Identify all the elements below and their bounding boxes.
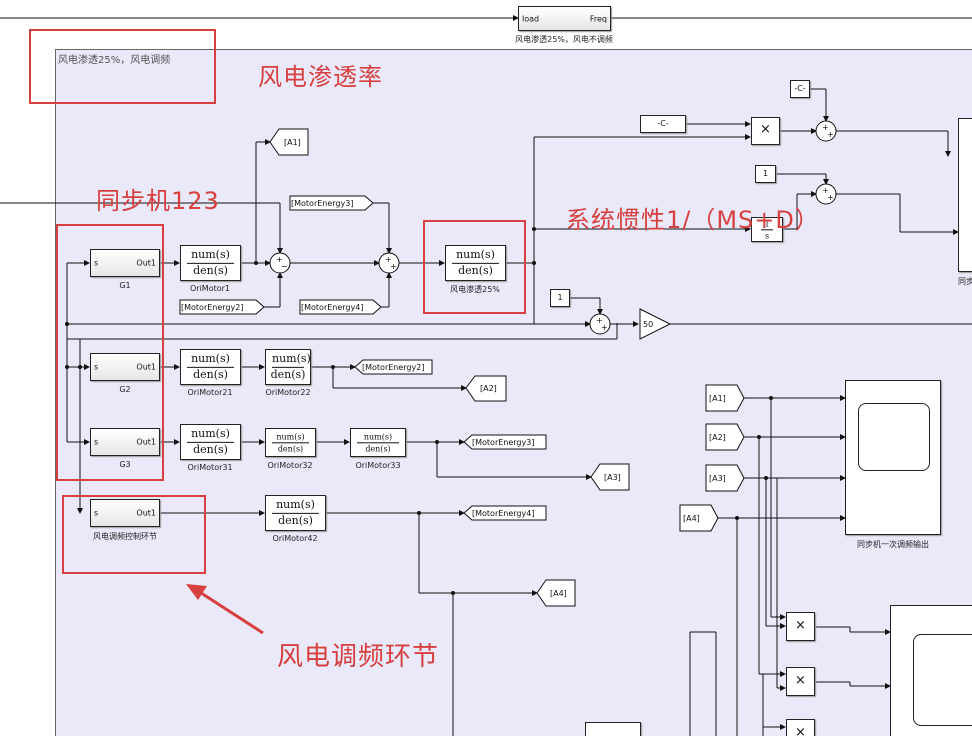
orimotor32-tf[interactable]: num(s)den(s) <box>265 428 316 457</box>
sum-block-1 <box>269 252 291 274</box>
wind25-tf[interactable]: num(s)den(s) <box>445 245 506 281</box>
scope-sync-output[interactable] <box>845 380 941 535</box>
goto-tag-a3: [A3] <box>604 473 621 482</box>
orimotor21-tf[interactable]: num(s)den(s) <box>180 349 241 385</box>
sum-block-3 <box>589 313 611 335</box>
goto-tag-a4: [A4] <box>550 589 567 598</box>
product-block-4[interactable]: × <box>786 719 815 736</box>
from-tag-motorenergy2: [MotorEnergy2] <box>181 303 243 312</box>
svg-text:+: + <box>822 123 829 132</box>
svg-text:+: + <box>385 255 392 264</box>
sync-partial-caption: 同步 <box>958 277 972 286</box>
svg-text:+: + <box>827 193 834 202</box>
orimotor1-caption: OriMotor1 <box>189 284 231 293</box>
subsystem-area <box>55 49 972 736</box>
load-freq-caption: 风电渗透25%，风电不调频 <box>515 35 613 44</box>
product-block-3[interactable]: × <box>786 667 815 696</box>
goto-tag-a1: [A1] <box>284 138 301 147</box>
svg-text:+: + <box>827 130 834 139</box>
from-tag-motorenergy3: [MotorEnergy3] <box>291 199 353 208</box>
g1-subsystem[interactable]: s Out1 <box>90 249 160 277</box>
scope-2[interactable] <box>890 605 972 736</box>
g3-subsystem[interactable]: s Out1 <box>90 428 160 456</box>
annotation-box-wind25 <box>423 220 526 314</box>
sum-block-4 <box>815 120 837 142</box>
scope-2-screen <box>913 634 972 726</box>
orimotor22-caption: OriMotor22 <box>265 388 311 397</box>
annotation-box-penetration <box>29 29 216 104</box>
svg-text:+: + <box>276 255 283 264</box>
constant-one-a[interactable]: 1 <box>755 165 776 183</box>
constant-c-1[interactable]: -C- <box>640 115 686 133</box>
sum-block-2 <box>378 252 400 274</box>
g2-subsystem[interactable]: s Out1 <box>90 353 160 381</box>
from-tag-a1: [A1] <box>709 394 726 403</box>
annotation-box-sync-machines <box>56 224 164 481</box>
from-tag-a2: [A2] <box>709 433 726 442</box>
wind25-caption: 风电渗透25% <box>450 285 500 294</box>
annotation-box-wind-control <box>62 495 206 574</box>
scope-caption: 同步机一次调频输出 <box>857 540 929 549</box>
scope-screen <box>858 403 930 471</box>
annotation-penetration: 风电渗透率 <box>258 63 383 91</box>
goto-tag-motorenergy2: [MotorEnergy2] <box>362 363 424 372</box>
sum-block-5 <box>815 183 837 205</box>
g3-caption: G3 <box>119 460 131 469</box>
constant-one-b[interactable]: 1 <box>550 289 570 307</box>
g2-caption: G2 <box>119 385 131 394</box>
orimotor33-caption: OriMotor33 <box>355 461 401 470</box>
orimotor42-tf[interactable]: num(s)den(s) <box>265 495 326 531</box>
orimotor42-caption: OriMotor42 <box>272 534 318 543</box>
wind-control-caption: 风电调频控制环节 <box>93 532 157 541</box>
svg-text:+: + <box>822 186 829 195</box>
svg-text:+: + <box>390 262 397 271</box>
svg-text:+: + <box>601 323 608 332</box>
from-tag-motorenergy4: [MotorEnergy4] <box>301 303 363 312</box>
g1-caption: G1 <box>119 281 131 290</box>
product-block-1[interactable]: × <box>751 117 780 145</box>
wind-control-subsystem[interactable]: s Out1 <box>90 499 160 527</box>
subsystem-header: 风电渗透25%，风电调频 <box>58 55 171 66</box>
annotation-sync-machines: 同步机123 <box>96 187 220 215</box>
load-freq-block[interactable]: load Freq <box>518 6 611 31</box>
annotation-system-inertia: 系统惯性1/（MS+D） <box>566 206 820 234</box>
goto-tag-motorenergy4: [MotorEnergy4] <box>472 509 534 518</box>
orimotor1-tf[interactable]: num(s)den(s) <box>180 245 241 281</box>
orimotor22-tf[interactable]: num(s)den(s) <box>265 349 311 385</box>
orimotor31-caption: OriMotor31 <box>187 463 233 472</box>
svg-text:−: − <box>281 262 288 271</box>
gain-value: 50 <box>643 320 653 329</box>
from-tag-a3: [A3] <box>709 474 726 483</box>
orimotor33-tf[interactable]: num(s)den(s) <box>350 428 406 457</box>
from-tag-a4: [A4] <box>683 514 700 523</box>
svg-text:+: + <box>596 316 603 325</box>
gain-block <box>639 308 672 340</box>
partial-tf-bottom[interactable] <box>585 722 641 736</box>
annotation-wind-freq-reg: 风电调频环节 <box>277 642 440 672</box>
goto-tag-a2: [A2] <box>480 384 497 393</box>
sync-partial-block[interactable] <box>958 118 972 272</box>
goto-tag-motorenergy3: [MotorEnergy3] <box>472 438 534 447</box>
orimotor32-caption: OriMotor32 <box>267 461 313 470</box>
constant-c-2[interactable]: -C- <box>790 80 810 98</box>
orimotor31-tf[interactable]: num(s)den(s) <box>180 424 241 460</box>
product-block-2[interactable]: × <box>786 612 815 641</box>
orimotor21-caption: OriMotor21 <box>187 388 233 397</box>
